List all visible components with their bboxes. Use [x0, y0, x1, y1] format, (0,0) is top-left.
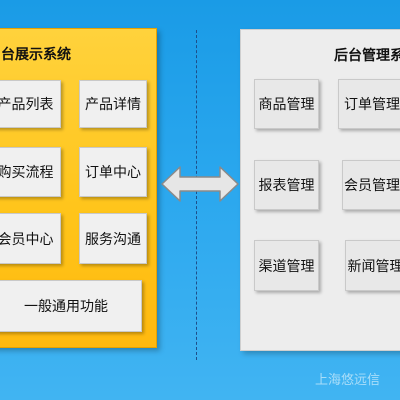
front-panel-title: 台展示系统 [1, 47, 71, 63]
module-member-management: 会员管理 [342, 160, 400, 210]
module-common-functions: 一般通用功能 [0, 280, 142, 332]
module-channel-management: 渠道管理 [254, 240, 319, 291]
module-product-detail: 产品详情 [79, 80, 147, 128]
module-news-management: 新闻管理 [345, 240, 400, 291]
module-order-center: 订单中心 [79, 147, 147, 197]
module-purchase-flow: 购买流程 [0, 147, 61, 197]
back-panel-title: 后台管理系 [334, 48, 400, 64]
bidirectional-arrow-icon [161, 166, 239, 202]
module-member-center: 会员中心 [0, 213, 61, 264]
dashed-divider [196, 30, 197, 360]
module-service-communication: 服务沟通 [79, 213, 147, 264]
watermark-text: 上海悠远信 [315, 373, 381, 388]
module-goods-management: 商品管理 [254, 79, 319, 129]
module-product-list: 产品列表 [0, 80, 61, 128]
module-order-management: 订单管理 [338, 79, 400, 129]
module-report-management: 报表管理 [254, 160, 319, 210]
